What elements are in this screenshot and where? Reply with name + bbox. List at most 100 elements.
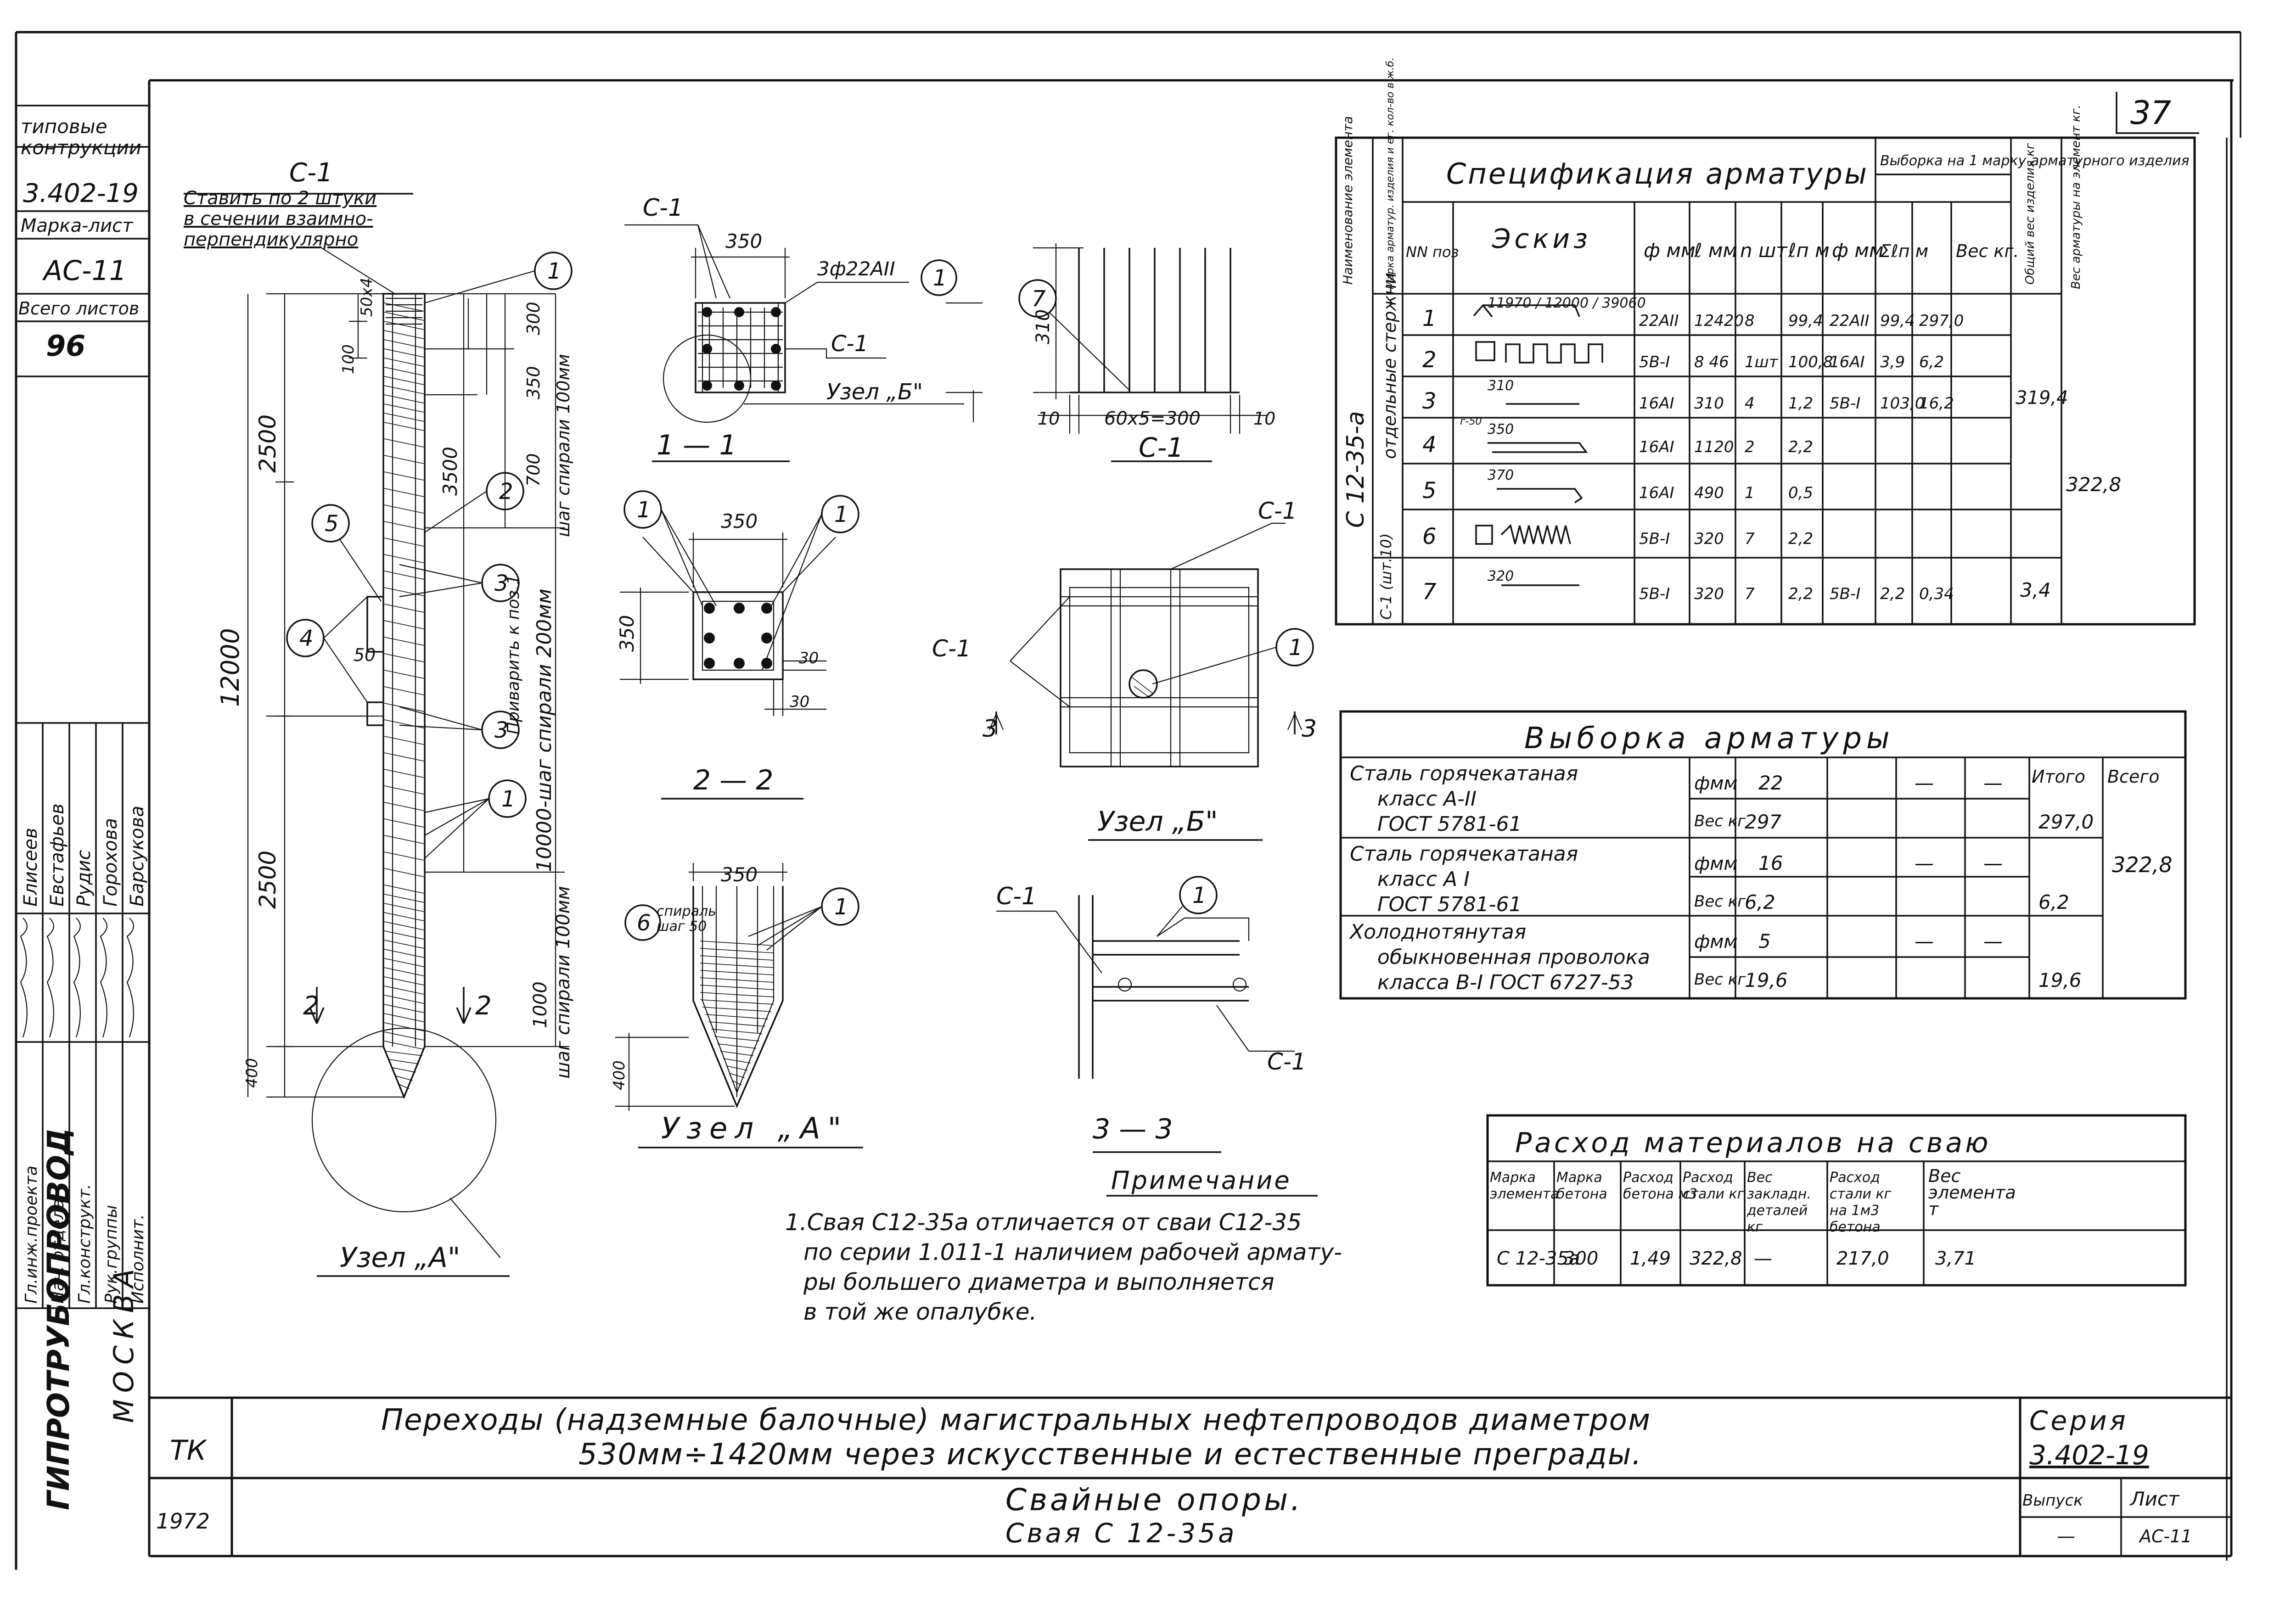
weld-note: Приварить к поз.1 — [504, 574, 523, 734]
spec-cell-d: 22АII — [1639, 312, 1679, 330]
materials-header: стали кг — [1830, 1186, 1892, 1202]
dim-2500-top: 2500 — [254, 414, 281, 473]
callout-number: 1 — [834, 502, 848, 527]
spec-cell-sketch: 11970 / 12000 / 39060 — [1488, 295, 1646, 311]
org-name: ГИПРОТРУБОПРОВОД — [41, 1128, 76, 1510]
spec-n-header: n шт — [1740, 239, 1788, 262]
vyborka-dash: — — [1983, 772, 2003, 794]
materials-title: Расход материалов на сваю — [1515, 1127, 1991, 1159]
materials-value: — — [1754, 1248, 1772, 1269]
sec22-dim-350-left: 350 — [616, 615, 638, 652]
spec-l-header: ℓ мм — [1694, 239, 1737, 262]
spec-group1: отдельные стержни — [1380, 273, 1400, 459]
node-a-label: Узел „А" — [340, 1242, 460, 1274]
spec-cell-ln: 1,2 — [1788, 394, 1813, 413]
sec2-left: 2 — [303, 991, 320, 1021]
vyborka-d: 22 — [1758, 772, 1783, 794]
vyborka-d-label: фмм — [1694, 931, 1738, 952]
signature — [126, 918, 134, 1038]
vyborka-group-name: ГОСТ 5781-61 — [1377, 893, 1522, 916]
materials-header: на 1м3 — [1830, 1203, 1879, 1219]
spec-d-header: ф мм — [1644, 239, 1696, 262]
node-a-dim-350: 350 — [721, 863, 758, 886]
tb-line1: Переходы (надземные балочные) магистраль… — [381, 1403, 1651, 1437]
pile-note-2: в сечении взаимно- — [184, 208, 373, 230]
section-2-2: 350 350 30 30 2 — 2 — [616, 510, 836, 800]
node-a-dim-400: 400 — [610, 1060, 629, 1090]
spec-table — [1335, 136, 2196, 626]
spec-cell-n: 1 — [1745, 484, 1755, 502]
signature — [46, 918, 54, 1038]
tb-year: 1972 — [156, 1509, 210, 1534]
materials-value: 217,0 — [1836, 1248, 1889, 1269]
dim-3500: 3500 — [439, 447, 461, 496]
materials-header: Расход — [1830, 1170, 1880, 1186]
dim-12000: 12000 — [216, 628, 245, 707]
callout-marker: 3 — [399, 564, 520, 602]
spec-vd-header: ф мм — [1832, 239, 1884, 262]
mesh-dim-310: 310 — [1033, 309, 1054, 344]
spec-sketch-header: Эскиз — [1492, 223, 1591, 254]
spec-cell-d: 5В-I — [1639, 530, 1670, 548]
spec-cell-n: 2 — [1745, 438, 1755, 456]
spec-title: Спецификация арматуры — [1446, 157, 1869, 190]
vyborka-itogo: 297,0 — [2038, 811, 2094, 833]
callout-number: 1 — [1192, 883, 1207, 908]
title-block: ТК 1972 Переходы (надземные балочные) ма… — [149, 1396, 2231, 1556]
materials-header: элемента — [1490, 1186, 1559, 1202]
dim-700: 700 — [523, 453, 544, 487]
spec-cell-d: 16АI — [1639, 484, 1674, 502]
spec-cell-pos: 4 — [1422, 432, 1437, 458]
dim-350-pile: 350 — [523, 366, 544, 399]
tb-sheet-label: Лист — [2129, 1488, 2180, 1510]
node-b-sec3-right: 3 — [1302, 715, 1317, 743]
callout-number: 4 — [299, 626, 314, 651]
stamp-series: 3.402-19 — [23, 179, 139, 208]
materials-table: Расход материалов на сваю — [1486, 1114, 2187, 1287]
callout-number: 3 — [494, 571, 509, 596]
sec11-c1-right: С-1 — [831, 331, 868, 357]
spec-cell-vl: 103,0 — [1880, 394, 1925, 413]
personnel-name: Евстафьев — [47, 803, 68, 907]
materials-header: элемента — [1928, 1182, 2016, 1203]
sec33-c1-left: С-1 — [996, 883, 1037, 910]
personnel-role: Гл.инж.проекта — [22, 1165, 41, 1304]
pile-title: С-1 — [289, 158, 333, 188]
sec22-dim-350-top: 350 — [721, 510, 758, 532]
spec-cell-n: 7 — [1745, 530, 1755, 548]
mesh-title: С-1 — [1139, 432, 1184, 463]
dim-50: 50 — [354, 645, 376, 665]
dim-300: 300 — [523, 302, 544, 335]
callout-marker: 2 — [424, 472, 524, 533]
tb-series-value: 3.402-19 — [2029, 1439, 2149, 1471]
spec-cell-vw: 297,0 — [1919, 312, 1964, 330]
spec-cell-l: 1120 — [1694, 438, 1734, 456]
node-a-title: Узел „А" — [661, 1112, 848, 1146]
spec-cell-vl: 2,2 — [1880, 585, 1905, 603]
dim-2500-bottom: 2500 — [254, 851, 281, 909]
materials-header: т — [1928, 1199, 1939, 1219]
sketch-4-note: г-50 — [1460, 416, 1482, 427]
materials-header: Расход — [1683, 1170, 1733, 1186]
sec11-rebar-note: 3ф22АII — [817, 258, 895, 280]
note-line-4: в той же опалубке. — [803, 1299, 1037, 1325]
spec-cell-n: 1шт — [1745, 353, 1779, 371]
note-line-2: по серии 1.011-1 наличием рабочей армату… — [803, 1239, 1342, 1266]
spec-vl-header: Σℓп м — [1880, 241, 1928, 261]
vyborka-dash: — — [1915, 930, 1934, 952]
materials-value: С 12-35а — [1497, 1248, 1580, 1269]
spec-cell-vl: 3,9 — [1880, 353, 1905, 371]
personnel-role: Нач. отдела — [49, 1199, 67, 1304]
callout-number: 2 — [499, 479, 513, 504]
callout-marker: 7 — [1018, 279, 1130, 391]
spec-vyborka-header: Выборка на 1 марку арматурного изделия — [1880, 153, 2190, 169]
spec-cell-sketch: 320 — [1488, 568, 1514, 584]
spec-element-header: Наименование элемента — [1340, 116, 1355, 285]
callout-marker: 1 — [424, 252, 573, 304]
spec-element-total: 322,8 — [2066, 473, 2121, 496]
